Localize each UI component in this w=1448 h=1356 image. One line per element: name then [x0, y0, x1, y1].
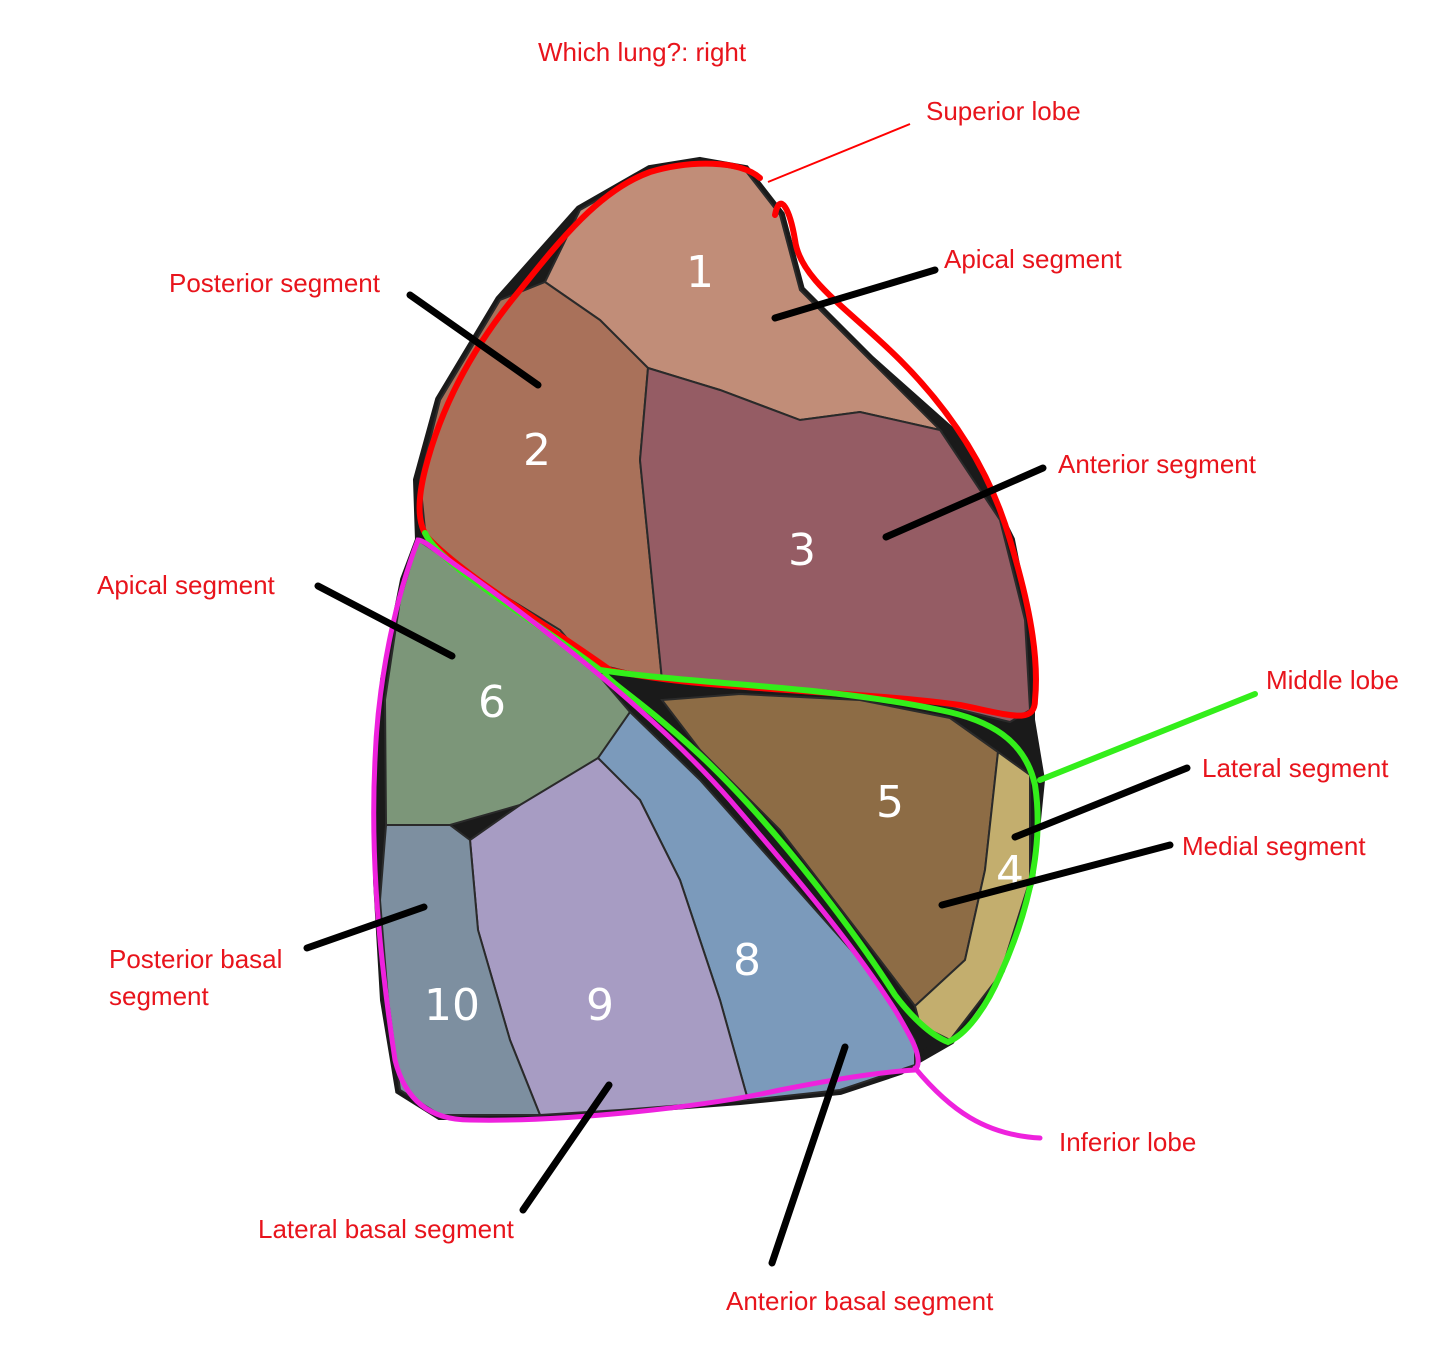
segment-9-lateral-basal [468, 756, 750, 1117]
leader-apical-inferior [314, 582, 456, 660]
label-inferior-lobe: Inferior lobe [1059, 1127, 1196, 1157]
label-anterior-basal-segment: Anterior basal segment [726, 1286, 994, 1316]
leader-superior-lobe [767, 123, 911, 183]
leader-middle-lobe [1037, 691, 1258, 783]
label-posterior-segment: Posterior segment [169, 268, 381, 298]
title: Which lung?: right [538, 37, 747, 67]
label-apical-segment-inferior: Apical segment [97, 570, 276, 600]
leader-posterior [406, 291, 542, 389]
leader-anterior [882, 464, 1047, 541]
label-lateral-basal-segment: Lateral basal segment [258, 1214, 515, 1244]
label-anterior-segment: Anterior segment [1058, 449, 1257, 479]
label-superior-lobe: Superior lobe [926, 96, 1081, 126]
leader-anterior-basal [768, 1043, 849, 1267]
segment-number-1: 1 [686, 247, 714, 298]
label-medial-segment: Medial segment [1182, 831, 1366, 861]
leader-apical-superior [771, 266, 939, 322]
label-lateral-segment: Lateral segment [1202, 753, 1389, 783]
leader-lines [303, 266, 1191, 1267]
segment-number-3: 3 [788, 525, 816, 576]
label-middle-lobe: Middle lobe [1266, 665, 1399, 695]
segment-10-posterior-basal [378, 824, 542, 1116]
label-posterior-basal-line1: Posterior basal [109, 944, 282, 974]
segment-number-5: 5 [876, 777, 904, 828]
inferior-lobe-outline [371, 537, 921, 1123]
middle-lobe-outline [422, 530, 1041, 1046]
leader-lateral [1011, 764, 1191, 841]
segment-number-9: 9 [586, 980, 614, 1031]
segment-number-2: 2 [523, 425, 551, 476]
inferior-lobe-leader [912, 1065, 1043, 1141]
segment-number-6: 6 [478, 677, 506, 728]
leader-medial [938, 841, 1174, 909]
leader-lateral-basal [519, 1081, 613, 1214]
segment-number-10: 10 [424, 980, 480, 1031]
segment-3-anterior [638, 366, 1032, 724]
leader-posterior-basal [303, 903, 428, 952]
label-apical-segment-superior: Apical segment [944, 244, 1123, 274]
label-posterior-basal-line2: segment [109, 981, 209, 1011]
segment-number-8: 8 [733, 935, 761, 986]
